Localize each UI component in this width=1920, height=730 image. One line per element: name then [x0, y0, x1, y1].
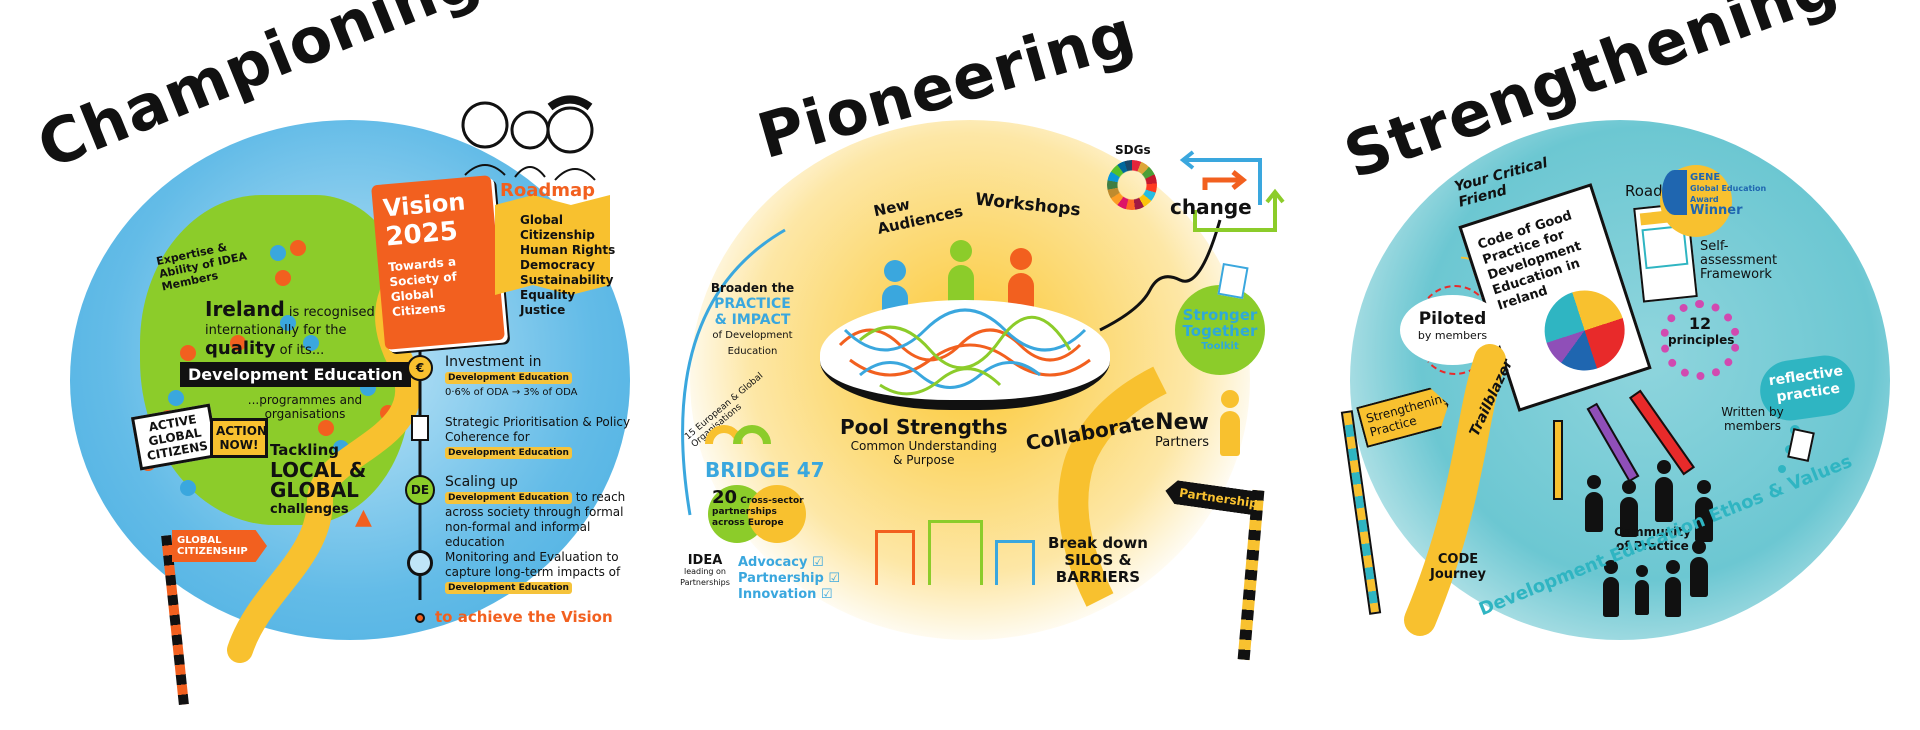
- magnifier-icon: [407, 550, 433, 576]
- panel-championing: Championing Vision 2025 Towards a Societ…: [0, 0, 640, 730]
- person-silhouette: [1620, 480, 1638, 537]
- tackling-text: Tackling LOCAL & GLOBAL challenges: [270, 441, 367, 517]
- group-orange: [875, 530, 915, 585]
- sign-action-now: ACTION NOW!: [210, 418, 268, 458]
- break-silos: Break down SILOS & BARRIERS: [1048, 534, 1148, 586]
- partnerships-circle-text: 20 Cross-sector partnerships across Euro…: [712, 487, 804, 529]
- development-education-banner: Development Education: [180, 362, 412, 387]
- idea-hand-note: IDEA leading on Partnerships: [680, 553, 730, 587]
- notebook-icon: [411, 415, 429, 441]
- sdg-wheel-icon: [1107, 160, 1157, 210]
- person-silhouette: [1655, 460, 1673, 522]
- person-silhouette: [1603, 560, 1619, 617]
- checklist-item: Innovation ☑: [738, 587, 833, 602]
- person-silhouette: [1635, 565, 1649, 615]
- code-journey: CODE Journey: [1430, 552, 1486, 582]
- person-silhouette: [1585, 475, 1603, 532]
- timeline-item-strategic: Strategic Prioritisation & Policy Cohere…: [405, 415, 635, 475]
- bridge47-logo: [705, 425, 775, 455]
- broaden-practice-text: Broaden the PRACTICE & IMPACT of Develop…: [710, 281, 795, 357]
- timeline-item-scaling: DE Scaling up Development Education to r…: [405, 475, 635, 550]
- change-label: change: [1170, 195, 1252, 219]
- globe-icon: [1662, 170, 1687, 215]
- checklist: Advocacy ☑ Partnership ☑ Innovation ☑: [738, 555, 840, 603]
- timeline: € Investment in Development Education 0·…: [405, 355, 635, 626]
- venn-yellow: [748, 485, 806, 543]
- panel-pioneering: Pioneering New Audiences Workshops SDGs …: [660, 0, 1300, 730]
- cycle-arrows-icon: [1415, 285, 1495, 375]
- timeline-item-investment: € Investment in Development Education 0·…: [405, 355, 635, 415]
- person-yellow: [1220, 390, 1240, 456]
- group-blue: [995, 540, 1035, 585]
- checklist-item: Partnership ☑: [738, 571, 841, 586]
- group-green: [928, 520, 983, 585]
- new-partners: New Partners: [1155, 410, 1210, 450]
- checklist-item: Advocacy ☑: [738, 555, 824, 570]
- euro-coin-icon: €: [407, 355, 433, 381]
- person-silhouette: [1695, 480, 1713, 542]
- bridge47-label: BRIDGE 47: [705, 458, 825, 482]
- roadmap-list: Global Citizenship Human Rights Democrac…: [520, 213, 616, 317]
- broaden-arc: [681, 228, 786, 516]
- stronger-together-toolkit: Stronger Together Toolkit: [1175, 285, 1265, 375]
- notebook-icon: [1217, 262, 1249, 300]
- sdgs-label: SDGs: [1115, 143, 1151, 157]
- ireland-text: Ireland is recognised internationally fo…: [205, 297, 375, 359]
- collaboration-table: [820, 300, 1110, 410]
- roadmap-label: Roadmap: [500, 180, 596, 201]
- person-silhouette: [1690, 540, 1708, 597]
- checkbox-icon: ☑: [828, 571, 841, 586]
- person-silhouette: [1665, 560, 1681, 617]
- change-cycle-icon: [1179, 150, 1285, 232]
- people-faces-icon: [461, 95, 596, 181]
- yellow-pencil-icon: [1553, 420, 1563, 500]
- gene-award-text: GENE Global Education Award Winner: [1690, 172, 1767, 218]
- timeline-end: to achieve the Vision: [405, 610, 635, 626]
- checkbox-icon: ☑: [811, 555, 824, 570]
- tangled-lines: [838, 219, 1222, 607]
- programmes-text: ...programmes and organisations: [247, 393, 363, 421]
- pool-strengths: Pool Strengths Common Understanding & Pu…: [840, 415, 1008, 467]
- community-of-practice: Community of Practice: [1614, 525, 1691, 553]
- panel-strengthening: Strengthening Your Critical Friend ⤵ Cod…: [1320, 0, 1920, 730]
- trailblazer-path: [1404, 344, 1506, 636]
- timeline-item-monitoring: Monitoring and Evaluation to capture lon…: [405, 550, 635, 610]
- fire-icon: ▲: [355, 505, 372, 530]
- end-dot-icon: [415, 613, 425, 623]
- de-badge-icon: DE: [405, 475, 435, 505]
- vision-2025-book: Vision 2025 Towards a Society of Global …: [371, 175, 505, 350]
- written-by-members: Written by members: [1721, 405, 1784, 433]
- roadmap-map: [495, 195, 610, 295]
- global-citizenship-flag: GLOBAL CITIZENSHIP: [172, 530, 267, 562]
- self-assessment-framework: Self-assessment Framework: [1700, 239, 1778, 282]
- twelve-principles: 12 principles: [1660, 300, 1740, 380]
- checkbox-icon: ☑: [820, 587, 833, 602]
